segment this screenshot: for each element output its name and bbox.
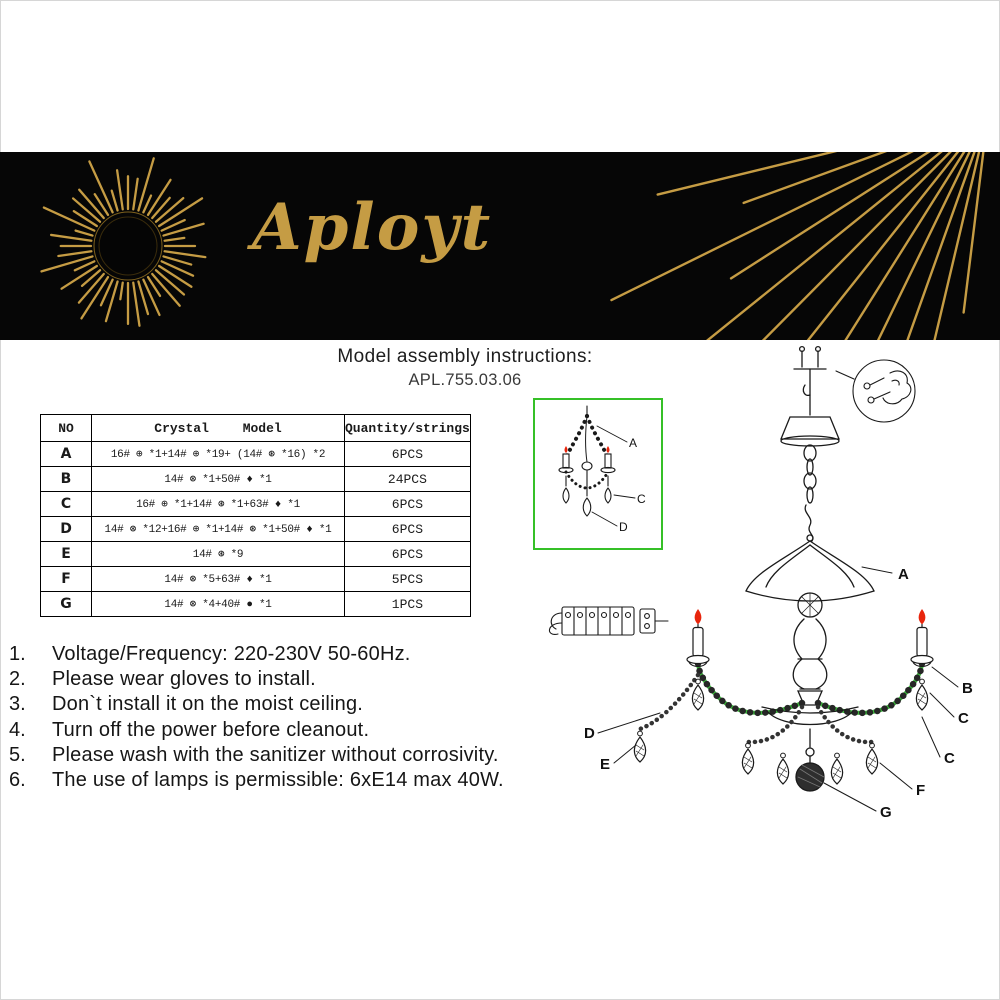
note-number: 5.	[9, 743, 26, 766]
note-text: Please wear gloves to install.	[52, 668, 316, 691]
note-item: 4. Turn off the power before cleanout.	[0, 718, 620, 743]
model-number: APL.755.03.06	[408, 371, 522, 389]
crystal-drop	[830, 752, 844, 785]
crystal-drop	[633, 730, 647, 763]
note-number: 4.	[9, 718, 26, 741]
cell-qty: 1PCS	[344, 591, 471, 617]
cell-qty: 6PCS	[344, 441, 471, 467]
table-row: D 14# ⊛ *12+16# ⊕ *1+14# ⊛ *1+50# ♦ *1 6…	[40, 516, 471, 542]
note-number: 1.	[9, 643, 26, 666]
crystal-drop	[865, 742, 879, 775]
table-row: F 14# ⊛ *5+63# ♦ *1 5PCS	[40, 566, 471, 592]
diagram-label-a: A	[898, 566, 909, 583]
notes-list: 1. Voltage/Frequency: 220-230V 50-60Hz. …	[0, 642, 620, 793]
cell-qty: 6PCS	[344, 516, 471, 542]
note-text: Voltage/Frequency: 220-230V 50-60Hz.	[52, 643, 411, 666]
diagram-label-d: D	[584, 725, 595, 742]
leader-lines	[597, 566, 959, 812]
note-text: The use of lamps is permissible: 6xE14 m…	[52, 769, 504, 792]
crystal-table: NO Crystal Model Quantity/strings A 16# …	[40, 414, 471, 617]
chandelier-diagram: A B C C F G D E	[548, 345, 973, 821]
cell-no: A	[40, 441, 92, 467]
note-text: Please wash with the sanitizer without c…	[52, 743, 499, 766]
canopy-and-chain	[780, 416, 840, 542]
cell-no: D	[40, 516, 92, 542]
cell-model: 14# ⊛ *12+16# ⊕ *1+14# ⊛ *1+50# ♦ *1	[91, 516, 345, 542]
candle-left	[686, 608, 710, 668]
table-header-row: NO Crystal Model Quantity/strings	[40, 414, 471, 442]
cell-qty: 6PCS	[344, 491, 471, 517]
crystal-drop	[776, 752, 790, 785]
crystal-drop	[741, 742, 755, 775]
inset-label-c: C	[637, 492, 646, 506]
diagram-label-e: E	[600, 756, 610, 773]
wiring-block	[548, 606, 669, 636]
cell-model: 14# ⊛ *1+50# ♦ *1	[91, 466, 345, 492]
mount-detail-inset	[835, 359, 916, 423]
cell-model: 16# ⊕ *1+14# ⊕ *19+ (14# ⊛ *16) *2	[91, 441, 345, 467]
note-text: Turn off the power before cleanout.	[52, 718, 370, 741]
ceiling-mount	[793, 345, 827, 416]
table-row: B 14# ⊛ *1+50# ♦ *1 24PCS	[40, 466, 471, 492]
cell-no: E	[40, 541, 92, 567]
note-item: 1. Voltage/Frequency: 220-230V 50-60Hz.	[0, 642, 620, 667]
diagram-label-c1: C	[958, 710, 969, 727]
header-no: NO	[40, 414, 92, 442]
cell-qty: 5PCS	[344, 566, 471, 592]
note-number: 6.	[9, 769, 26, 792]
arms	[694, 659, 926, 716]
note-item: 5. Please wash with the sanitizer withou…	[0, 743, 620, 768]
inset-label-d: D	[619, 520, 628, 534]
cell-no: C	[40, 491, 92, 517]
diagram-label-f: F	[916, 782, 925, 799]
diagram-label-c2: C	[944, 750, 955, 767]
note-text: Don`t install it on the moist ceiling.	[52, 693, 364, 716]
note-item: 2. Please wear gloves to install.	[0, 667, 620, 692]
cell-model: 14# ⊛ *9	[91, 541, 345, 567]
cell-model: 14# ⊛ *4+40# ● *1	[91, 591, 345, 617]
cell-qty: 6PCS	[344, 541, 471, 567]
chandelier-line-art	[548, 345, 959, 812]
table-row: G 14# ⊛ *4+40# ● *1 1PCS	[40, 591, 471, 617]
table-row: C 16# ⊕ *1+14# ⊛ *1+63# ♦ *1 6PCS	[40, 491, 471, 517]
diagram-label-b: B	[962, 680, 973, 697]
bottom-bowl-and-ball	[761, 706, 859, 792]
header-model: Crystal Model	[91, 414, 345, 442]
brand-banner: Aployt	[0, 152, 1000, 340]
garlands	[637, 672, 875, 745]
brand-name: Aployt	[252, 190, 493, 265]
page-title: Model assembly instructions:	[337, 346, 593, 367]
top-bell	[745, 534, 875, 602]
crystal-drop	[691, 678, 705, 711]
corner-rays-icon	[610, 152, 985, 340]
cell-no: B	[40, 466, 92, 492]
header-qty: Quantity/strings	[344, 414, 471, 442]
inset-label-a: A	[629, 436, 637, 450]
table-row: E 14# ⊛ *9 6PCS	[40, 541, 471, 567]
note-item: 3. Don`t install it on the moist ceiling…	[0, 692, 620, 717]
mini-chandelier-diagram: A C D	[558, 405, 646, 534]
table-row: A 16# ⊕ *1+14# ⊕ *19+ (14# ⊛ *16) *2 6PC…	[40, 441, 471, 467]
diagram-label-g: G	[880, 804, 892, 821]
cell-model: 16# ⊕ *1+14# ⊛ *1+63# ♦ *1	[91, 491, 345, 517]
assembly-inset: A C D	[533, 398, 663, 550]
center-column	[792, 592, 828, 706]
cell-no: G	[40, 591, 92, 617]
candle-right	[910, 608, 934, 668]
cell-model: 14# ⊛ *5+63# ♦ *1	[91, 566, 345, 592]
sunburst-logo-icon	[40, 157, 207, 327]
note-number: 2.	[9, 668, 26, 691]
note-number: 3.	[9, 693, 26, 716]
cell-qty: 24PCS	[344, 466, 471, 492]
note-item: 6. The use of lamps is permissible: 6xE1…	[0, 768, 620, 793]
crystal-drop	[915, 678, 929, 711]
cell-no: F	[40, 566, 92, 592]
